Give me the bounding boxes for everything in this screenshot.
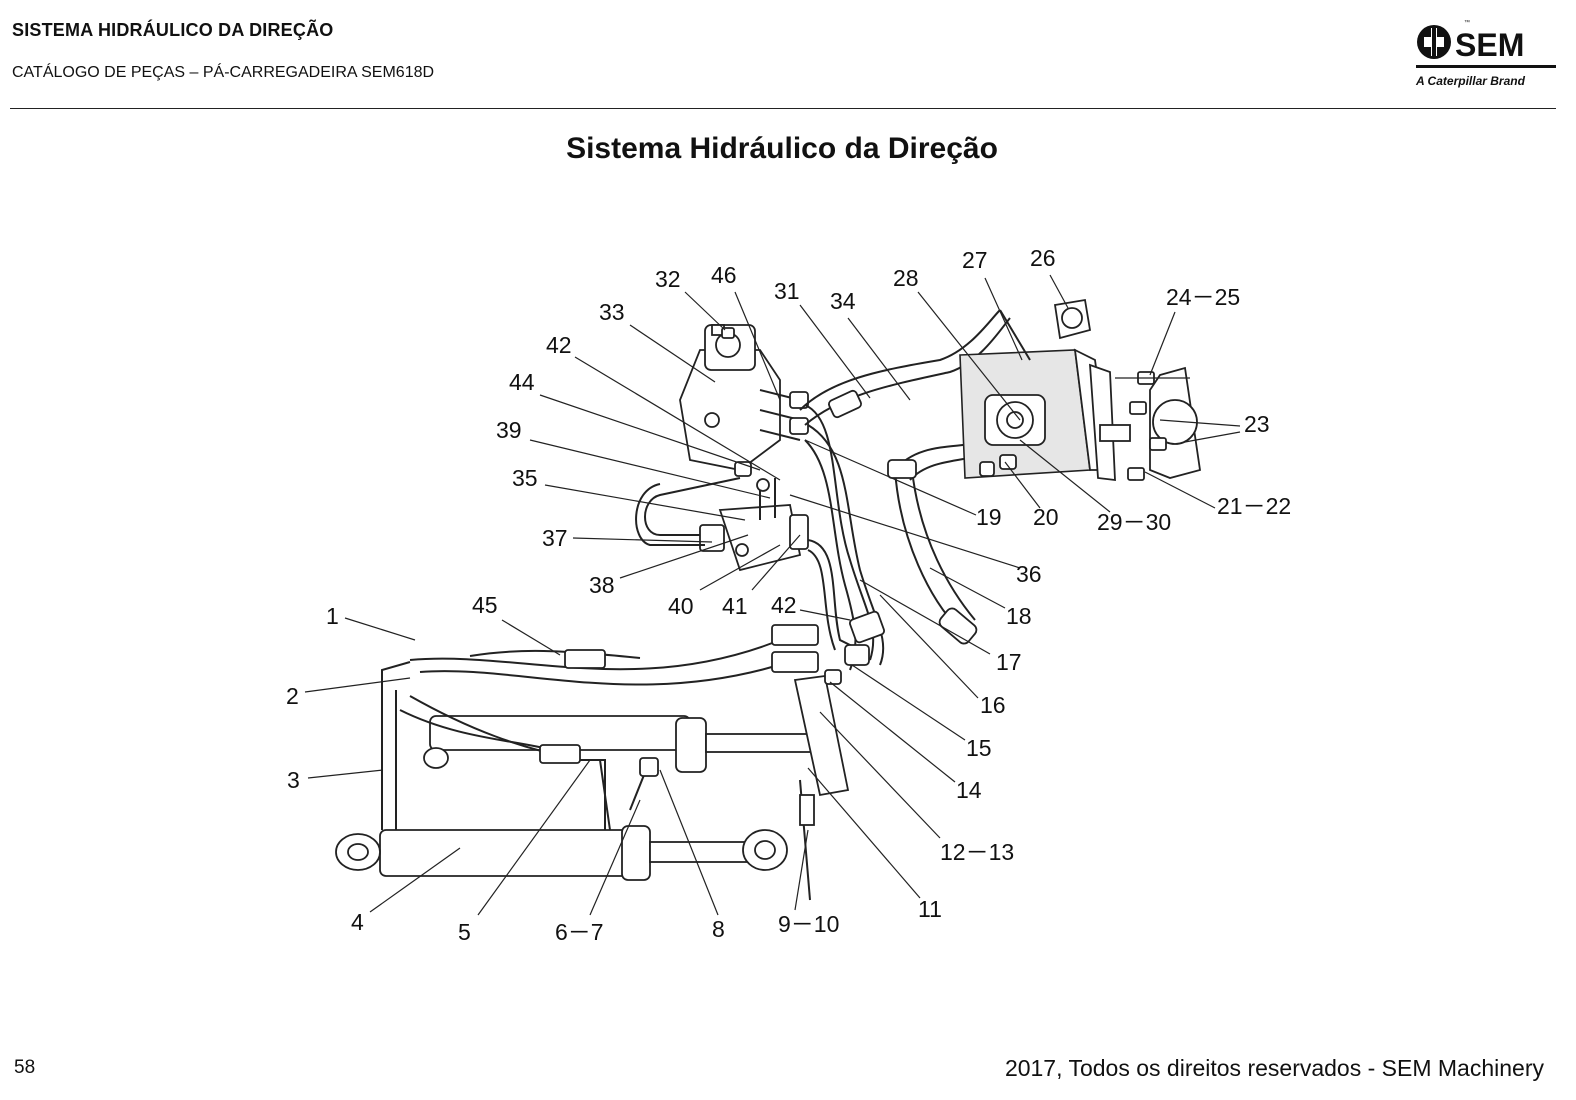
callout-8: 8 [712, 916, 725, 942]
hydraulic-pump [959, 298, 1131, 482]
callout-24-25: 24－25 [1166, 284, 1240, 310]
callout-46: 46 [711, 262, 737, 288]
callout-40: 40 [668, 593, 694, 619]
callout-18: 18 [1006, 603, 1032, 629]
callout-21-22: 21－22 [1217, 493, 1291, 519]
page-number: 58 [14, 1057, 36, 1078]
callout-23: 23 [1244, 411, 1270, 437]
callout-14: 14 [956, 777, 982, 803]
valve-block [699, 478, 809, 572]
callout-32: 32 [655, 266, 681, 292]
page-title: Sistema Hidráulico da Direção [566, 132, 998, 165]
svg-text:™: ™ [1464, 19, 1470, 26]
callout-39: 39 [496, 417, 522, 443]
lower-steering-cylinder [335, 825, 788, 881]
callout-37: 37 [542, 525, 568, 551]
callout-3: 3 [287, 767, 300, 793]
callout-17: 17 [996, 649, 1022, 675]
callout-11: 11 [918, 896, 942, 922]
catalog-subtitle: CATÁLOGO DE PEÇAS – PÁ-CARREGADEIRA SEM6… [12, 64, 435, 81]
callout-28: 28 [893, 265, 919, 291]
upper-steering-cylinder [423, 715, 827, 773]
callout-29-30: 29－30 [1097, 509, 1171, 535]
steering-unit [679, 324, 809, 471]
brand-tagline: A Caterpillar Brand [1415, 74, 1526, 88]
callout-26: 26 [1030, 245, 1056, 271]
callout-16: 16 [980, 692, 1006, 718]
callout-44: 44 [509, 369, 535, 395]
callout-42-upper: 42 [546, 332, 572, 358]
section-title: SISTEMA HIDRÁULICO DA DIREÇÃO [12, 20, 334, 40]
sem-logo: SEM ™ A Caterpillar Brand [1415, 19, 1556, 88]
mounting-plate [793, 674, 850, 797]
callout-41: 41 [722, 593, 748, 619]
callout-5: 5 [458, 919, 471, 945]
callout-labels: 1 2 3 4 5 6－7 8 9－10 11 12－13 14 15 16 1… [286, 245, 1291, 945]
callout-4: 4 [351, 909, 364, 935]
callout-2: 2 [286, 683, 299, 709]
callout-19: 19 [976, 504, 1002, 530]
callout-45: 45 [472, 592, 498, 618]
callout-15: 15 [966, 735, 992, 761]
callout-38: 38 [589, 572, 615, 598]
callout-20: 20 [1033, 504, 1059, 530]
header-rule [10, 108, 1556, 109]
callout-1: 1 [326, 603, 339, 629]
callout-34: 34 [830, 288, 856, 314]
callout-31: 31 [774, 278, 800, 304]
sem-logo-mark-icon [1417, 25, 1451, 59]
copyright-notice: 2017, Todos os direitos reservados - SEM… [1004, 1055, 1544, 1081]
callout-35: 35 [512, 465, 538, 491]
callout-33: 33 [599, 299, 625, 325]
leader-lines [304, 274, 1241, 916]
callout-6-7: 6－7 [555, 919, 604, 945]
callout-12-13: 12－13 [940, 839, 1014, 865]
callout-42-lower: 42 [771, 592, 797, 618]
callout-27: 27 [962, 247, 988, 273]
callout-9-10: 9－10 [778, 911, 839, 937]
svg-text:SEM: SEM [1455, 27, 1524, 63]
callout-36: 36 [1016, 561, 1042, 587]
